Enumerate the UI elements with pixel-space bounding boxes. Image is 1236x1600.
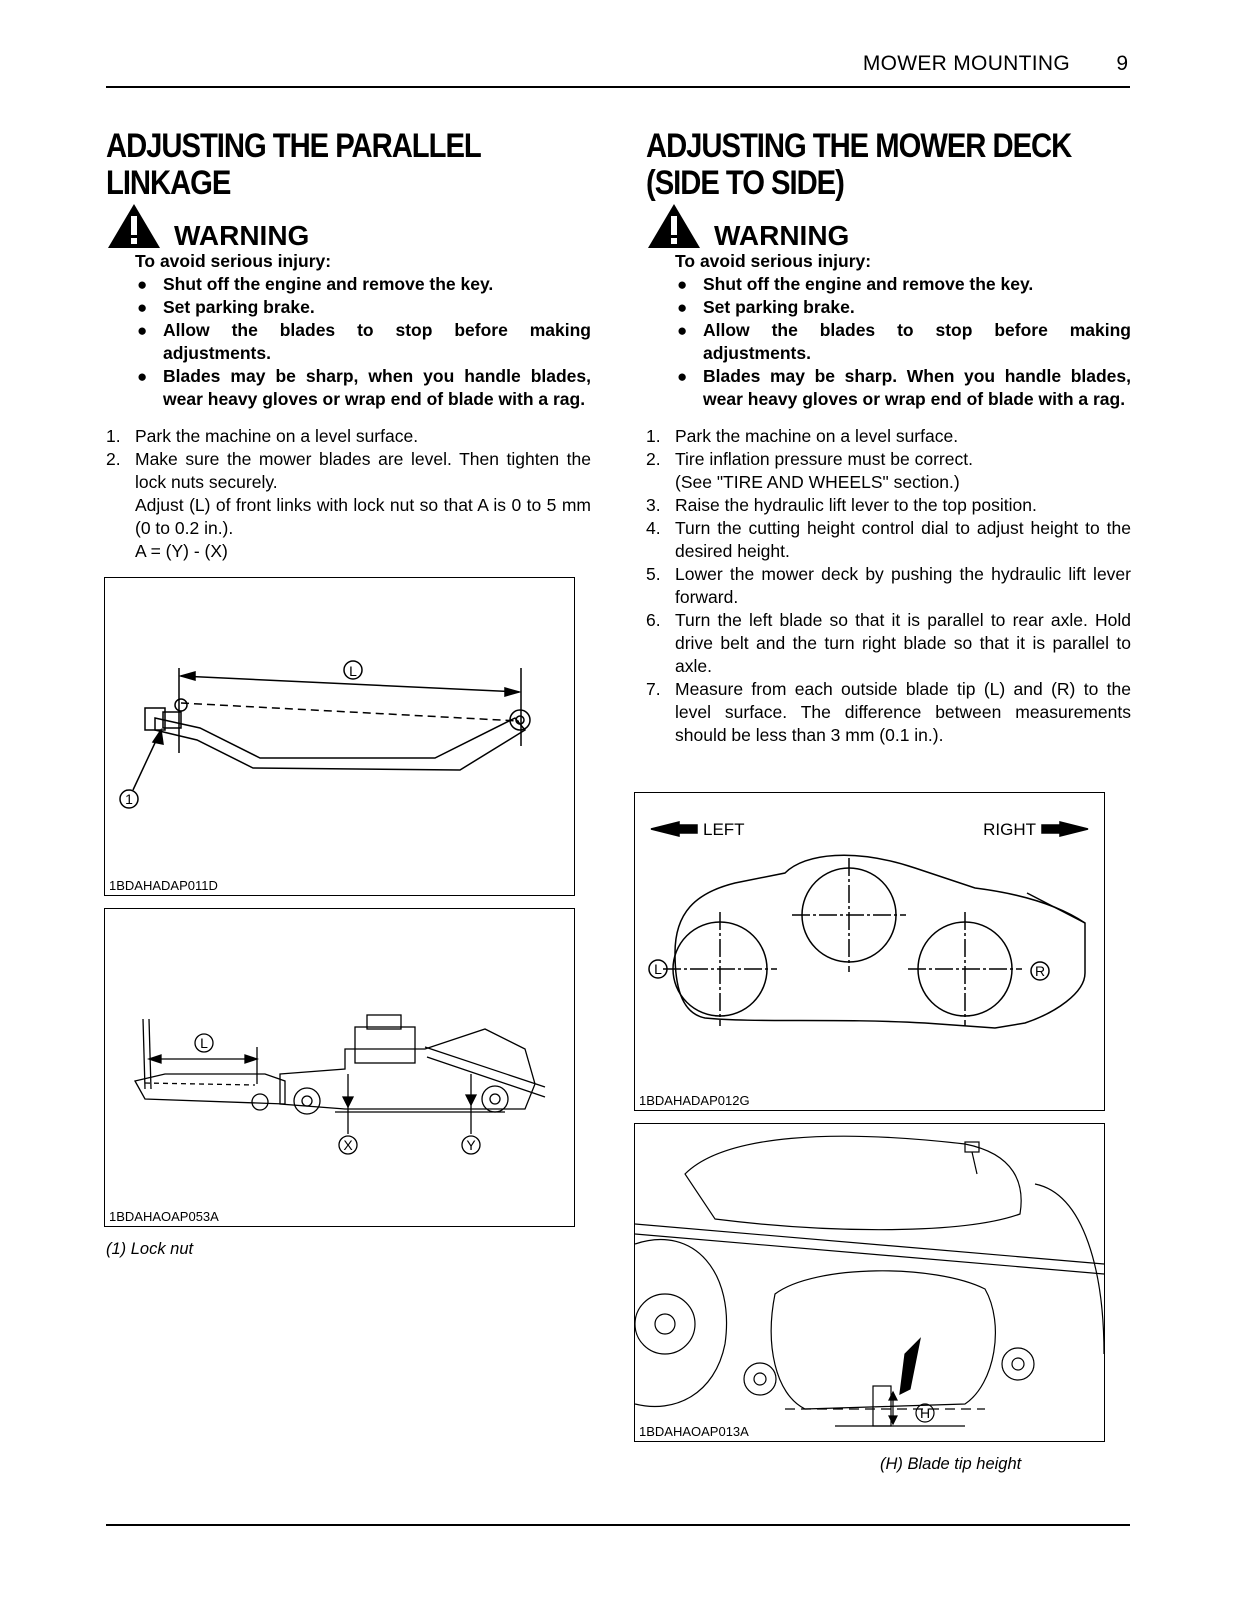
step-text: Turn the left blade so that it is parall… [675,610,1131,676]
warning-triangle-icon [108,204,160,248]
warning-triangle-icon [648,204,700,248]
figure-code: 1BDAHAOAP013A [639,1424,749,1439]
steps-list: 1. Park the machine on a level surface. 2… [646,425,1131,747]
fig1-label-1: 1 [125,791,133,807]
step-item: 2. Tire inflation pressure must be correc… [646,448,1131,494]
warning-label: WARNING [714,220,850,251]
deck-top-drawing: LEFT RIGHT L R [648,820,1089,1029]
warning-item: Blades may be sharp. When you handle bla… [675,365,1131,411]
warning-item: Shut off the engine and remove the key. [135,273,591,296]
step-formula: A = (Y) - (X) [135,541,228,561]
step-text: Turn the cutting height control dial to … [675,518,1131,561]
warning-box: WARNING To avoid serious injury: Shut of… [106,204,591,411]
step-number: 7. [646,679,661,699]
warning-item: Allow the blades to stop before making a… [675,319,1131,365]
fig3-label-l: L [654,961,662,977]
step-number: 1. [646,426,661,446]
warning-intro: To avoid serious injury: [135,251,332,271]
left-column: ADJUSTING THE PARALLEL LINKAGE WARNING T… [106,128,591,563]
warning-intro: To avoid serious injury: [675,251,872,271]
step-item: 4. Turn the cutting height control dial t… [646,517,1131,563]
fig2-label-y: Y [466,1137,476,1153]
section-heading-mower-deck: ADJUSTING THE MOWER DECK (SIDE TO SIDE) [646,127,1072,202]
figure-front-link: L 1 1BDAHADAP011D [104,577,575,896]
step-item: 3. Raise the hydraulic lift lever to the … [646,494,1131,517]
blade-tip-drawing: H [635,1135,1104,1427]
step-number: 6. [646,610,661,630]
fig2-label-l: L [200,1035,208,1051]
fig3-right-label: RIGHT [983,820,1036,839]
step-text: Lower the mower deck by pushing the hydr… [675,564,1131,607]
fig4-label-h: H [920,1405,930,1421]
right-column: ADJUSTING THE MOWER DECK (SIDE TO SIDE) … [646,128,1131,747]
step-item: 6. Turn the left blade so that it is para… [646,609,1131,678]
warning-item: Set parking brake. [675,296,1131,319]
figure-code: 1BDAHADAP012G [639,1093,750,1108]
warning-list: Shut off the engine and remove the key. … [135,273,591,411]
step-text: Make sure the mower blades are level. Th… [135,449,591,492]
side-view-drawing: L X Y [134,1014,546,1155]
warning-list: Shut off the engine and remove the key. … [675,273,1131,411]
step-text: Park the machine on a level surface. [135,426,419,446]
right-caption: (H) Blade tip height [880,1455,1022,1473]
fig3-label-r: R [1035,963,1045,979]
warning-label: WARNING [174,220,310,251]
step-number: 4. [646,518,661,538]
step-text: Tire inflation pressure must be correct. [675,449,973,469]
page-header: MOWER MOUNTING 9 [106,50,1130,88]
page-number: 9 [1116,52,1128,75]
step-item: 1. Park the machine on a level surface. [106,425,591,448]
fig2-label-x: X [343,1137,353,1153]
step-item: 2. Make sure the mower blades are level. … [106,448,591,563]
figure-code: 1BDAHAOAP053A [109,1209,219,1224]
step-text: Raise the hydraulic lift lever to the to… [675,495,1037,515]
step-number: 1. [106,426,121,446]
figure-deck-top-view: LEFT RIGHT L R 1BDAHADAP012G [634,792,1105,1111]
section-title: MOWER MOUNTING [862,52,1070,75]
footer-rule [106,1524,1130,1526]
step-extra: (See "TIRE AND WHEELS" section.) [675,472,960,492]
warning-item: Allow the blades to stop before making a… [135,319,591,365]
front-link-drawing: L 1 [119,660,531,809]
step-item: 1. Park the machine on a level surface. [646,425,1131,448]
step-item: 7. Measure from each outside blade tip (L… [646,678,1131,747]
figure-code: 1BDAHADAP011D [109,878,218,893]
fig1-label-l: L [349,663,357,679]
step-number: 2. [106,449,121,469]
fig3-left-label: LEFT [703,820,745,839]
warning-box: WARNING To avoid serious injury: Shut of… [646,204,1131,411]
step-number: 5. [646,564,661,584]
figure-blade-tip-measure: H 1BDAHAOAP013A [634,1123,1105,1442]
step-number: 2. [646,449,661,469]
steps-list: 1. Park the machine on a level surface. 2… [106,425,591,563]
step-text: Measure from each outside blade tip (L) … [675,679,1131,745]
step-text: Park the machine on a level surface. [675,426,959,446]
warning-item: Shut off the engine and remove the key. [675,273,1131,296]
left-caption: (1) Lock nut [106,1240,194,1258]
warning-item: Blades may be sharp, when you handle bla… [135,365,591,411]
step-item: 5. Lower the mower deck by pushing the hy… [646,563,1131,609]
step-extra: Adjust (L) of front links with lock nut … [135,495,591,538]
warning-item: Set parking brake. [135,296,591,319]
step-number: 3. [646,495,661,515]
section-heading-parallel-linkage: ADJUSTING THE PARALLEL LINKAGE [106,127,481,202]
figure-side-view: L X Y 1BDAHAOAP053A [104,908,575,1227]
